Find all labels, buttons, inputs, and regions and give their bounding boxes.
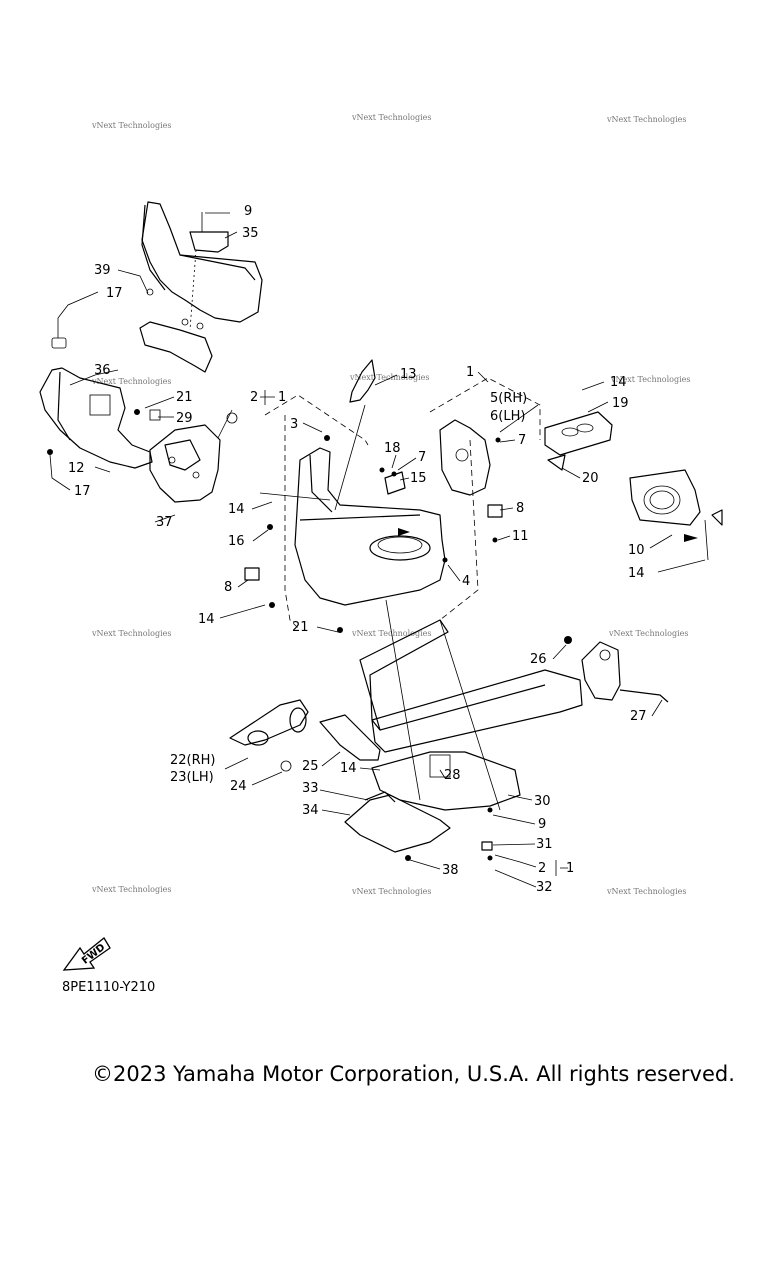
callout-label: 28 (444, 768, 461, 783)
callout-label: 17 (74, 484, 91, 499)
callout-label: 6(LH) (490, 409, 525, 424)
leader-lines (49, 212, 706, 888)
callout-label: 24 (230, 779, 247, 794)
watermark: vNext Technologies (91, 377, 171, 386)
callout-label: 12 (68, 461, 85, 476)
callout-label: 8 (224, 580, 232, 595)
callout-label: 4 (462, 574, 470, 589)
callout-label: 35 (242, 226, 259, 241)
callout-label: 7 (418, 450, 426, 465)
callout-label: 21 (292, 620, 309, 635)
callout-label: 10 (628, 543, 645, 558)
front-panel-assembly (244, 359, 541, 633)
right-bracket-assembly (544, 411, 723, 561)
callout-label: 5(RH) (490, 391, 527, 406)
callout-label: 14 (228, 502, 245, 517)
callout-label: 38 (442, 863, 459, 878)
callout-label: 9 (538, 817, 546, 832)
watermark: vNext Technologies (91, 121, 171, 130)
callout-label: 31 (536, 837, 553, 852)
watermark: vNext Technologies (610, 375, 690, 384)
callout-label: 1 (466, 365, 474, 380)
callout-label: 13 (400, 367, 417, 382)
watermark: vNext Technologies (351, 629, 431, 638)
callout-label: 33 (302, 781, 319, 796)
watermark: vNext Technologies (349, 373, 429, 382)
watermark: vNext Technologies (91, 885, 171, 894)
callout-label: 11 (512, 529, 529, 544)
callout-label: 15 (410, 471, 427, 486)
watermark: vNext Technologies (606, 115, 686, 124)
callout-label: 2 (538, 861, 546, 876)
watermark: vNext Technologies (606, 887, 686, 896)
callout-label: 22(RH) (170, 753, 216, 768)
fwd-arrow-icon: FWD (62, 937, 111, 971)
main-frame (229, 599, 669, 811)
callout-label: 2 (250, 390, 258, 405)
callout-label: 19 (612, 396, 629, 411)
callout-label: 21 (176, 390, 193, 405)
watermark: vNext Technologies (351, 113, 431, 122)
copyright-notice: ©2023 Yamaha Motor Corporation, U.S.A. A… (92, 1062, 735, 1086)
left-bracket-assembly (39, 318, 238, 503)
callout-label: 34 (302, 803, 319, 818)
callout-label: 23(LH) (170, 770, 214, 785)
watermark: vNext Technologies (91, 629, 171, 638)
callout-label: 37 (156, 515, 173, 530)
watermark: vNext Technologies (351, 887, 431, 896)
callout-label: 32 (536, 880, 553, 895)
callout-label: 14 (628, 566, 645, 581)
callout-label: 7 (518, 433, 526, 448)
callout-label: 25 (302, 759, 319, 774)
callout-label: 39 (94, 263, 111, 278)
upper-bracket-assembly (139, 201, 263, 373)
part-code: 8PE1110-Y210 (62, 980, 156, 995)
callout-label: 9 (244, 204, 252, 219)
watermarks: vNext Technologies vNext Technologies vN… (91, 113, 690, 896)
callout-label: 36 (94, 363, 111, 378)
callout-label: 14 (610, 375, 627, 390)
callout-label: 29 (176, 411, 193, 426)
callout-label: 14 (198, 612, 215, 627)
callout-label: 14 (340, 761, 357, 776)
callout-label: 27 (630, 709, 647, 724)
callout-label: 1 (566, 861, 574, 876)
callout-label: 16 (228, 534, 245, 549)
callout-label: 17 (106, 286, 123, 301)
lower-plates (344, 791, 493, 861)
callout-label: 18 (384, 441, 401, 456)
watermark: vNext Technologies (608, 629, 688, 638)
callout-label: 1 (278, 390, 286, 405)
callout-label: 8 (516, 501, 524, 516)
callout-label: 20 (582, 471, 599, 486)
callout-label: 3 (290, 417, 298, 432)
callout-label: 30 (534, 794, 551, 809)
callout-labels: 9 35 39 17 36 21 29 2 1 12 17 37 3 13 1 … (68, 204, 647, 895)
callout-label: 26 (530, 652, 547, 667)
